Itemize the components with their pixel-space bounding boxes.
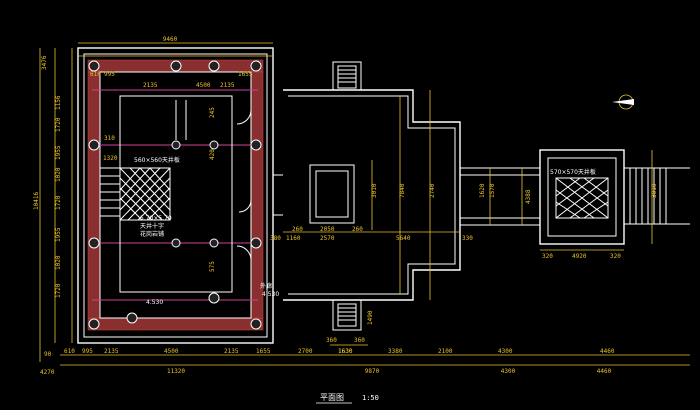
main-hall bbox=[77, 47, 274, 344]
dim-misc-27: 360 bbox=[354, 337, 365, 344]
dim-top-2: 995 bbox=[104, 71, 115, 78]
dimension-text: 9460 610 995 2135 4500 2135 1655 3476 11… bbox=[33, 36, 658, 376]
center-note-1: 5.70×5.70 bbox=[140, 215, 172, 222]
level-label: 外廊 bbox=[260, 282, 272, 290]
center-crosshatch bbox=[119, 167, 171, 221]
dim-left-6: 1720 bbox=[55, 195, 62, 210]
dim-misc-17: 1570 bbox=[489, 183, 496, 198]
slab-right-label: 570×570天井板 bbox=[550, 168, 596, 176]
dim-left-3: 1720 bbox=[55, 117, 62, 132]
wall-hatch bbox=[87, 59, 264, 331]
dim-misc-6: 2050 bbox=[320, 226, 335, 233]
dim-misc-26: 360 bbox=[326, 337, 337, 344]
north-arrow-icon bbox=[612, 94, 634, 110]
dim-bottom2-3: 4460 bbox=[597, 368, 612, 375]
dim-top-overall: 9460 bbox=[163, 36, 178, 43]
dim-misc-24: 3010 bbox=[651, 183, 658, 198]
dim-bottom-9: 2100 bbox=[438, 348, 453, 355]
dim-bottom-5: 1655 bbox=[256, 348, 271, 355]
dim-left-9: 1720 bbox=[55, 283, 62, 298]
dim-misc-11: 380 bbox=[270, 235, 281, 242]
dim-bottom-0: 610 bbox=[64, 348, 75, 355]
dim-left-7: 1955 bbox=[55, 227, 62, 242]
columns bbox=[88, 60, 262, 330]
dim-misc-14: 7840 bbox=[399, 183, 406, 198]
dim-misc-1: 90 bbox=[44, 351, 52, 358]
stair-left bbox=[99, 167, 121, 217]
dim-misc-32: 575 bbox=[209, 261, 216, 272]
dim-misc-19: 4388 bbox=[525, 189, 532, 204]
dimension-lines bbox=[39, 42, 690, 366]
dim-misc-30: 245 bbox=[209, 107, 216, 118]
dim-left-4: 1955 bbox=[55, 145, 62, 160]
dim-top-6: 1655 bbox=[238, 71, 253, 78]
dim-left-2: 1156 bbox=[55, 95, 62, 110]
drawing-scale: 1:50 bbox=[362, 394, 379, 402]
stair-top bbox=[332, 61, 362, 91]
dim-misc-12: 330 bbox=[462, 235, 473, 242]
dim-bottom-3: 4500 bbox=[164, 348, 179, 355]
corridor bbox=[460, 167, 540, 226]
dim-left-0: 3476 bbox=[41, 55, 48, 70]
dim-left-5: 1020 bbox=[55, 167, 62, 182]
dim-misc-5: 260 bbox=[292, 226, 303, 233]
stair-bottom bbox=[332, 299, 362, 331]
dim-bottom-7: 1630 bbox=[338, 348, 353, 355]
center-note-3: 花岗岩铺 bbox=[140, 230, 164, 238]
dim-misc-7: 260 bbox=[352, 226, 363, 233]
annotations: 560×560天井板 570×570天井板 5.70×5.70 天井十字 花岗岩… bbox=[134, 156, 596, 306]
dim-left-overall: 10416 bbox=[33, 192, 40, 210]
dim-top-3: 2135 bbox=[143, 82, 158, 89]
dim-misc-2: 1320 bbox=[103, 155, 118, 162]
dim-misc-16: 1620 bbox=[479, 183, 486, 198]
right-steps bbox=[624, 167, 690, 225]
drawing-title: 平面图 bbox=[320, 393, 344, 402]
dim-misc-22: 4920 bbox=[572, 253, 587, 260]
dim-misc-23: 320 bbox=[610, 253, 621, 260]
level-2: 4.530 bbox=[262, 291, 279, 298]
dim-misc-0: 4270 bbox=[40, 369, 55, 376]
title-block: 平面图 1:50 bbox=[316, 393, 379, 404]
dim-misc-4: 310 bbox=[104, 135, 115, 142]
level-1: 4.530 bbox=[146, 299, 163, 306]
dim-bottom-1: 995 bbox=[82, 348, 93, 355]
dim-misc-21: 320 bbox=[542, 253, 553, 260]
dim-bottom-6: 2700 bbox=[298, 348, 313, 355]
right-pavilion bbox=[539, 149, 625, 245]
dim-top-5: 2135 bbox=[220, 82, 235, 89]
dim-left-8: 1020 bbox=[55, 255, 62, 270]
dim-bottom-8: 3380 bbox=[388, 348, 403, 355]
dim-misc-15: 2740 bbox=[429, 183, 436, 198]
dim-misc-25: 1490 bbox=[367, 310, 374, 325]
dim-top-1: 610 bbox=[90, 71, 101, 78]
dim-top-4: 4500 bbox=[196, 82, 211, 89]
dim-bottom-11: 4460 bbox=[600, 348, 615, 355]
central-hall bbox=[273, 61, 461, 331]
dim-misc-10: 5640 bbox=[396, 235, 411, 242]
dim-bottom2-0: 11320 bbox=[167, 368, 185, 375]
dim-bottom2-2: 4300 bbox=[501, 368, 516, 375]
dim-misc-28: 1630 bbox=[338, 348, 353, 355]
dim-misc-9: 1160 bbox=[286, 235, 301, 242]
dim-misc-13: 3010 bbox=[371, 183, 378, 198]
dim-bottom2-1: 9870 bbox=[365, 368, 380, 375]
center-note-2: 天井十字 bbox=[140, 222, 164, 230]
dim-misc-31: 420 bbox=[209, 149, 216, 160]
dim-bottom-4: 2135 bbox=[224, 348, 239, 355]
dim-bottom-2: 2135 bbox=[104, 348, 119, 355]
dim-misc-8: 2570 bbox=[320, 235, 335, 242]
dim-bottom-10: 4300 bbox=[498, 348, 513, 355]
slab-center-label: 560×560天井板 bbox=[134, 156, 180, 164]
